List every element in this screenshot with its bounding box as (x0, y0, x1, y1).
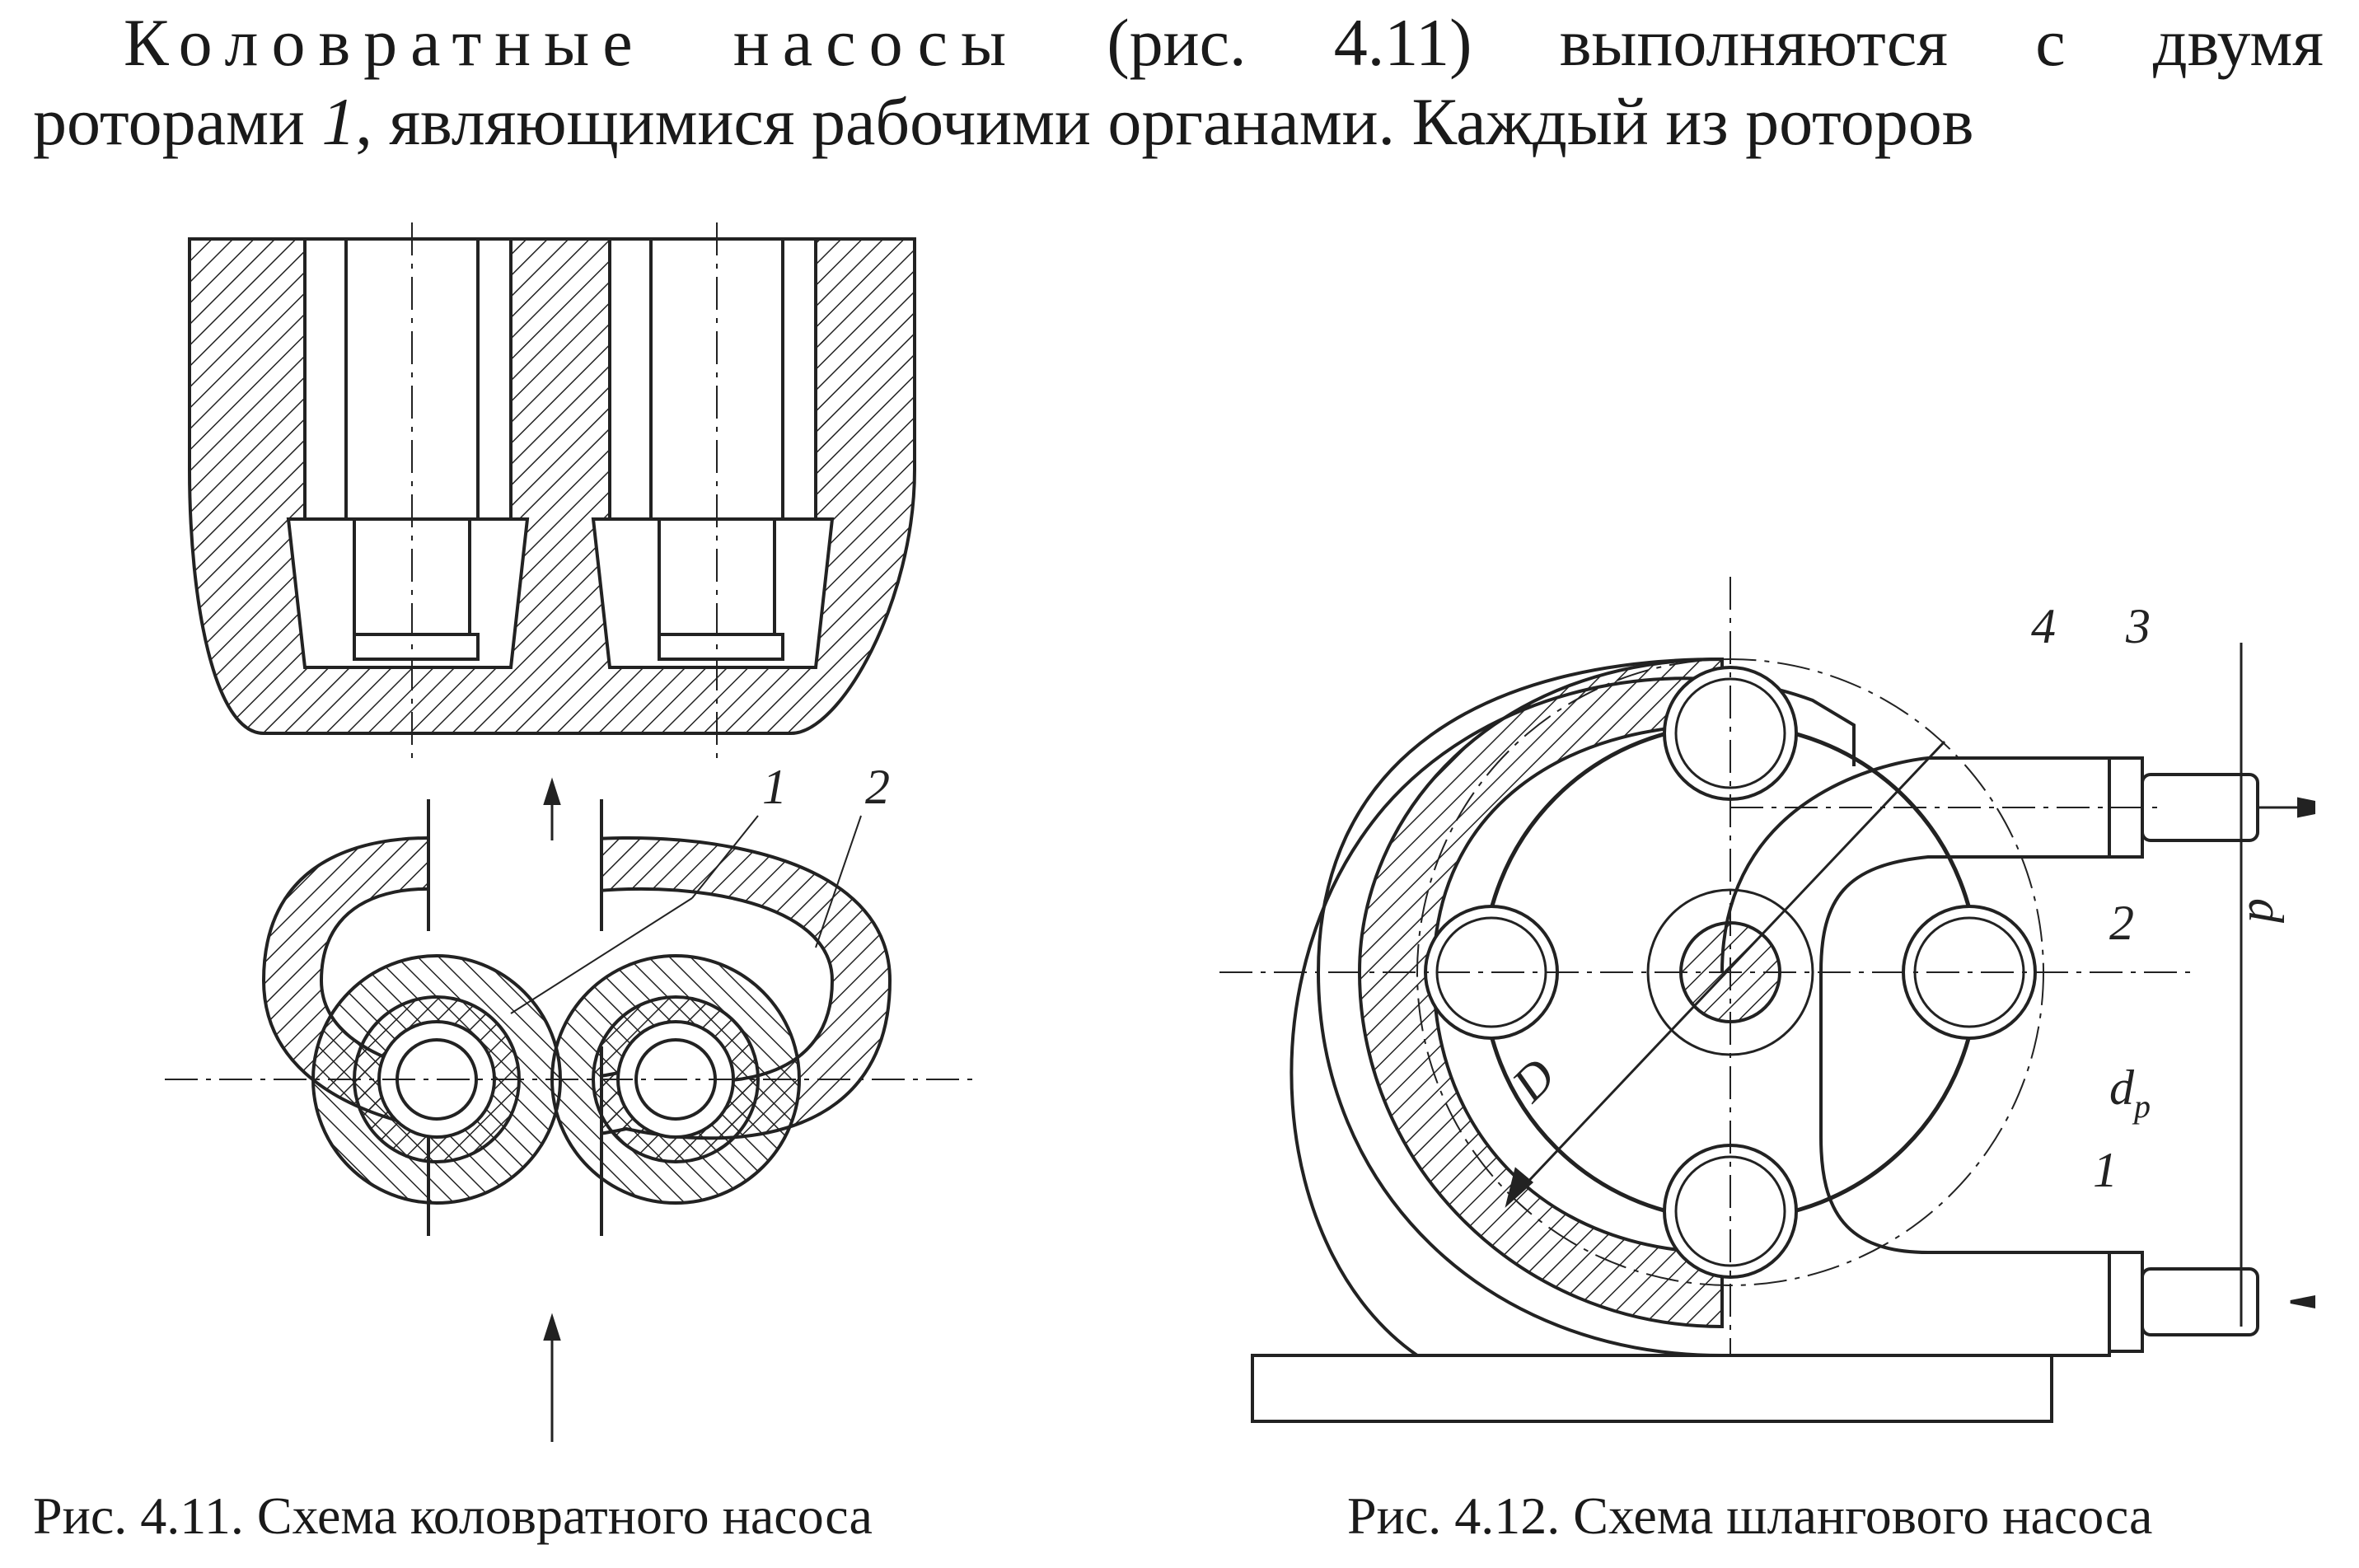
roller-diameter-label: dp (2109, 1060, 2151, 1125)
figure-4-11-caption: Рис. 4.11. Схема коловратного насоса (33, 1486, 873, 1545)
line-1-rest: (рис. 4.11) выполняются с двумя (1107, 5, 2324, 80)
paragraph-line-2: роторами 1, являющимися рабочими органам… (33, 82, 2324, 161)
roller-label: 2 (2109, 896, 2134, 950)
figure-4-12-caption: Рис. 4.12. Схема шлангового насоса (1347, 1486, 2153, 1545)
lobe-pump-section-view (188, 222, 916, 758)
spaced-word-2: насосы (733, 5, 1020, 80)
rotor-reference-number: 1 (321, 84, 356, 159)
outer-diameter-label: D (1501, 1048, 1566, 1112)
hose-diameter-label: d (2239, 898, 2293, 924)
rotor-label-412: 1 (2093, 1143, 2118, 1197)
lobe-pump-figure: 1 2 (165, 222, 972, 1442)
lobe-pump-cross-section (165, 777, 972, 1442)
roller-diameter-d: d (2109, 1060, 2135, 1115)
paragraph-line-1: Коловратные насосы (рис. 4.11) выполняют… (33, 3, 2324, 82)
spaced-word-1: Коловратные (124, 5, 646, 80)
rotor-label: 1 (762, 760, 787, 814)
line-2-part-a: роторами (33, 84, 305, 159)
housing-label: 2 (865, 760, 890, 814)
hose-pump-drawing (1219, 577, 2315, 1423)
nozzle-label: 3 (2125, 599, 2151, 653)
line-2-part-b: , являющимися рабочими органами. Каждый … (355, 84, 1974, 159)
hose-label: 4 (2031, 599, 2056, 653)
hose-pump-figure: 4 3 2 1 D d dp (1219, 577, 2315, 1423)
roller-diameter-sub: p (2132, 1088, 2151, 1125)
